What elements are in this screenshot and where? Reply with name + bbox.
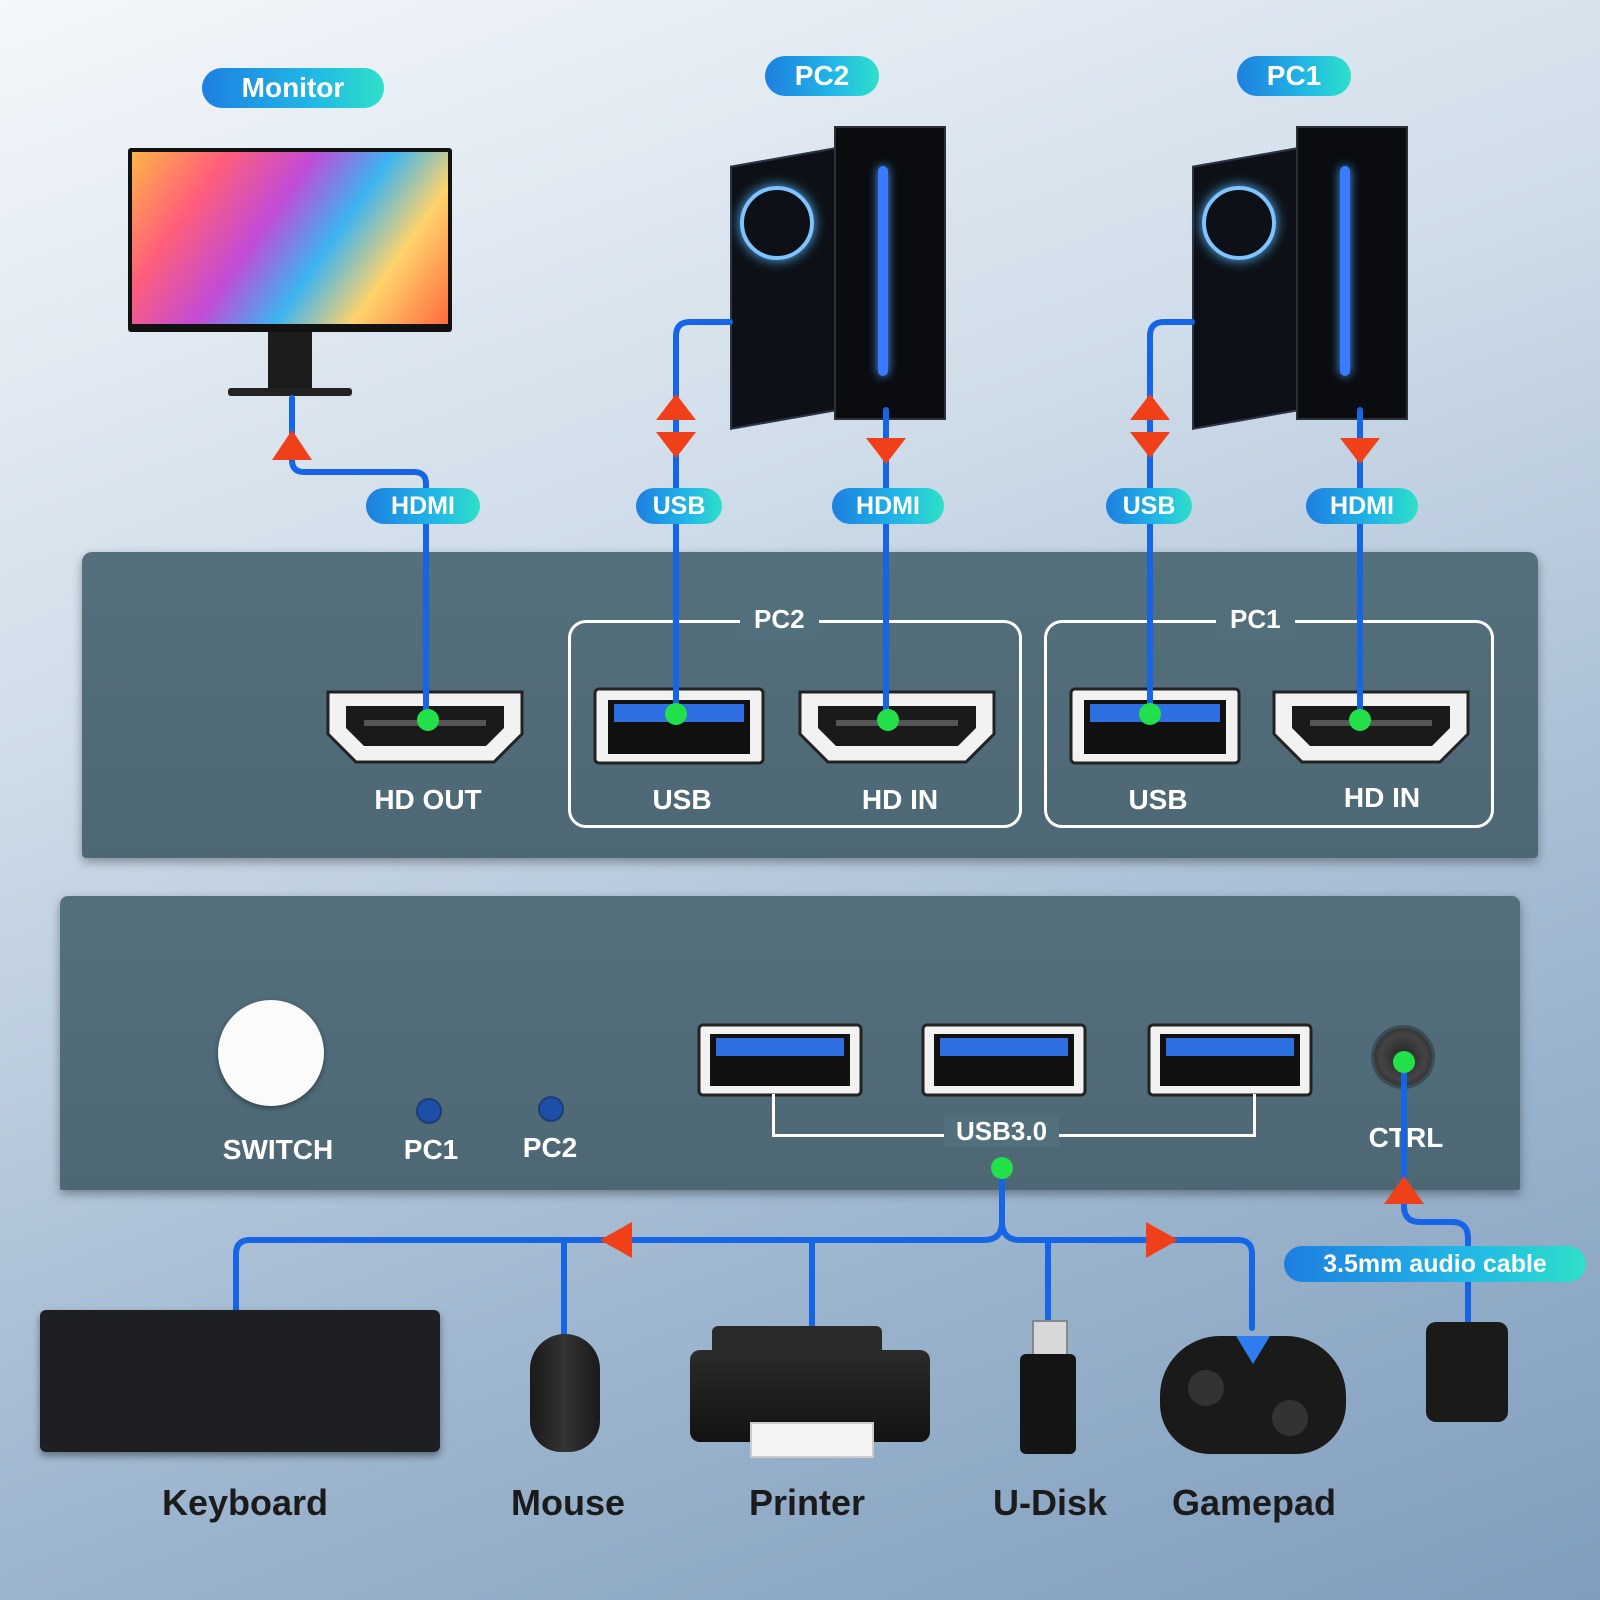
udisk-image bbox=[1020, 1320, 1076, 1454]
pc1-usb-label: USB bbox=[1128, 784, 1188, 815]
pc1-led-label: PC1 bbox=[403, 1134, 459, 1165]
monitor-label-pill: Monitor bbox=[202, 68, 384, 108]
audio-device-image bbox=[1426, 1322, 1508, 1422]
pc2-usb-label: USB bbox=[652, 784, 712, 815]
pc1-hd-in-label: HD IN bbox=[1343, 782, 1421, 813]
mouse-image bbox=[530, 1334, 600, 1452]
front-usb-port-3[interactable] bbox=[1146, 1022, 1314, 1098]
mouse-label: Mouse bbox=[510, 1482, 625, 1523]
pc2-tower-image bbox=[730, 126, 946, 430]
switch-label: SWITCH bbox=[222, 1134, 334, 1165]
front-usb-port-1[interactable] bbox=[696, 1022, 864, 1098]
udisk-label: U-Disk bbox=[992, 1482, 1108, 1523]
pc1-tower-image bbox=[1192, 126, 1408, 430]
pc1-group-title: PC1 bbox=[1216, 604, 1295, 635]
pc2-label-pill: PC2 bbox=[765, 56, 879, 96]
pc2-led-indicator bbox=[540, 1098, 562, 1120]
pc1-label-pill: PC1 bbox=[1237, 56, 1351, 96]
pc1-led-indicator bbox=[418, 1100, 440, 1122]
monitor-hdmi-pill: HDMI bbox=[366, 488, 480, 524]
switch-button[interactable] bbox=[218, 1000, 324, 1106]
pc2-led-label: PC2 bbox=[522, 1132, 578, 1163]
audio-cable-pill: 3.5mm audio cable bbox=[1284, 1246, 1586, 1282]
monitor-image bbox=[128, 148, 452, 398]
pc1-usb-pill: USB bbox=[1106, 488, 1192, 524]
printer-image bbox=[690, 1326, 930, 1458]
keyboard-image bbox=[40, 1310, 440, 1452]
gamepad-image bbox=[1160, 1326, 1346, 1454]
hd-out-label: HD OUT bbox=[374, 784, 482, 815]
pc2-hdmi-pill: HDMI bbox=[832, 488, 944, 524]
pc2-usb-pill: USB bbox=[636, 488, 722, 524]
pc1-hdmi-pill: HDMI bbox=[1306, 488, 1418, 524]
printer-label: Printer bbox=[748, 1482, 866, 1523]
pc2-group-title: PC2 bbox=[740, 604, 819, 635]
gamepad-label: Gamepad bbox=[1171, 1482, 1337, 1523]
front-usb-port-2[interactable] bbox=[920, 1022, 1088, 1098]
usb30-label: USB3.0 bbox=[944, 1116, 1060, 1147]
pc1-hd-in-port[interactable] bbox=[1270, 688, 1472, 766]
pc2-hd-in-label: HD IN bbox=[861, 784, 939, 815]
keyboard-label: Keyboard bbox=[161, 1482, 329, 1523]
